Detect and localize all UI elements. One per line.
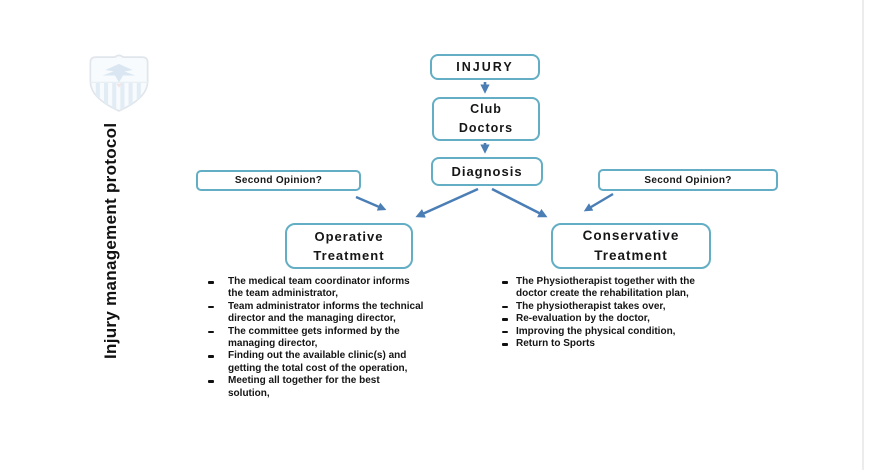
list-item-text: The medical team coordinator informs the… <box>228 276 410 300</box>
list-item: The committee gets informed by the manag… <box>208 326 453 351</box>
bullet-marker <box>502 343 508 346</box>
list-item-text: The Physiotherapist together with the do… <box>516 276 695 300</box>
list-item-text: The physiotherapist takes over, <box>516 300 666 312</box>
club-crest-icon <box>89 54 149 112</box>
list-item: Finding out the available clinic(s) and … <box>208 350 453 375</box>
flow-node-operative-treatment: Operative Treatment <box>285 223 413 269</box>
flow-node-second-opinion-left: Second Opinion? <box>196 170 361 191</box>
arrow-secondopinion-right <box>583 192 614 212</box>
list-item-text: The committee gets informed by the manag… <box>228 325 400 350</box>
bullet-marker <box>502 305 508 309</box>
arrow-diagnosis-to-operative <box>415 187 479 218</box>
bullet-marker <box>208 380 214 383</box>
list-item: Return to Sports <box>502 338 770 350</box>
arrow-diagnosis-to-conservative <box>491 187 548 218</box>
bullet-marker <box>502 281 508 284</box>
flow-node-diagnosis: Diagnosis <box>431 157 543 186</box>
bullet-marker <box>208 355 214 358</box>
list-item-text: Team administrator informs the technical… <box>228 300 424 325</box>
list-item: Meeting all together for the best soluti… <box>208 375 453 400</box>
list-item: The medical team coordinator informs the… <box>208 276 453 301</box>
bullet-marker <box>208 330 214 334</box>
list-item-text: Finding out the available clinic(s) and … <box>228 350 408 374</box>
list-item: Team administrator informs the technical… <box>208 301 453 326</box>
right-edge-divider <box>862 0 864 470</box>
flow-node-club-doctors: Club Doctors <box>432 97 540 141</box>
list-item-text: Improving the physical condition, <box>516 325 676 337</box>
arrow-secondopinion-left <box>355 195 387 211</box>
flow-node-injury: INJURY <box>430 54 540 80</box>
page-title: Injury management protocol <box>101 122 120 359</box>
flow-node-conservative-treatment: Conservative Treatment <box>551 223 711 269</box>
flow-node-second-opinion-right: Second Opinion? <box>598 169 778 191</box>
bullet-marker <box>208 305 214 309</box>
list-item-text: Re-evaluation by the doctor, <box>516 313 650 325</box>
bullet-marker <box>502 318 508 321</box>
bullet-marker <box>502 330 508 334</box>
list-item: The physiotherapist takes over, <box>502 301 770 313</box>
list-item: Re-evaluation by the doctor, <box>502 313 770 325</box>
list-item: Improving the physical condition, <box>502 326 770 338</box>
list-item: The Physiotherapist together with the do… <box>502 276 770 301</box>
bullet-marker <box>208 281 214 284</box>
list-item-text: Meeting all together for the best soluti… <box>228 375 380 399</box>
list-item-text: Return to Sports <box>516 338 595 350</box>
operative-steps-list: The medical team coordinator informs the… <box>208 276 453 400</box>
conservative-steps-list: The Physiotherapist together with the do… <box>502 276 770 350</box>
